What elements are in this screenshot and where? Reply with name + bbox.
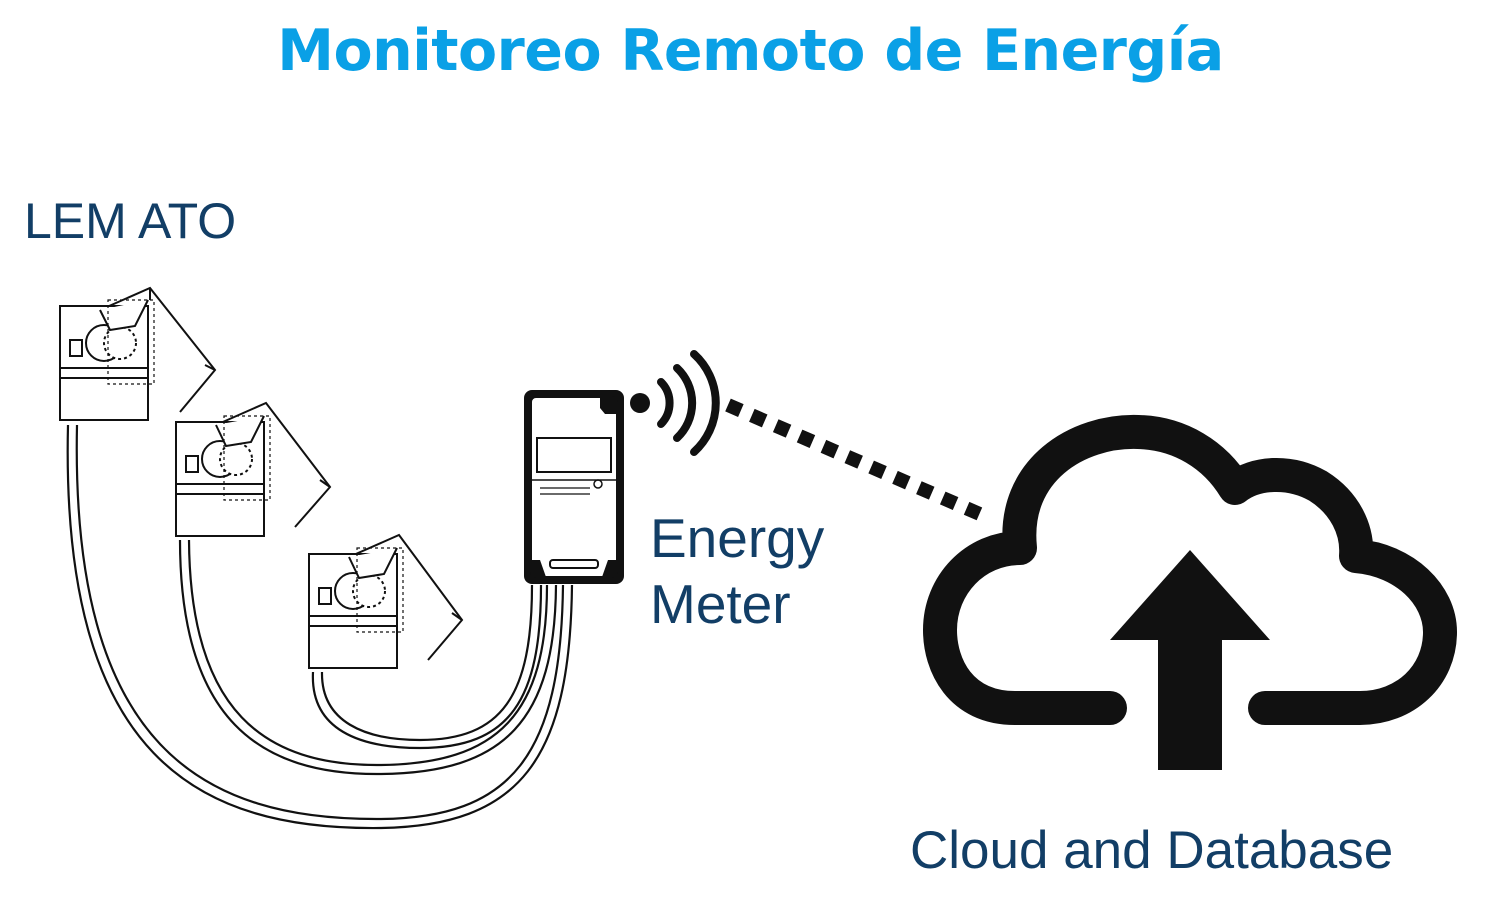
dotted-connection-line	[725, 398, 985, 522]
energy-meter-device-icon	[524, 390, 624, 584]
sensor-clamp-2	[175, 401, 332, 537]
sensors-label: LEM ATO	[24, 193, 237, 249]
sensor-clamp-1	[59, 286, 217, 421]
wireless-signal-icon	[630, 350, 720, 456]
cloud-label: Cloud and Database	[910, 821, 1394, 880]
energy-meter-label-line1: Energy	[650, 507, 825, 569]
sensor-clamp-3	[308, 533, 464, 669]
energy-meter-label: Energy Meter	[650, 505, 824, 637]
energy-meter-label-line2: Meter	[650, 573, 791, 635]
cloud-upload-icon	[923, 414, 1457, 770]
page-title: Monitoreo Remoto de Energía	[277, 18, 1224, 84]
sensor-cables	[66, 424, 574, 830]
